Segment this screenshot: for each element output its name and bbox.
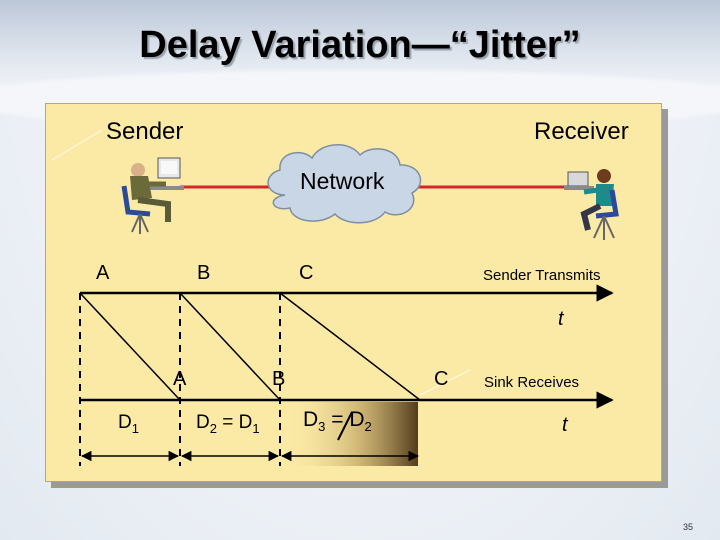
sent-packet-a: A [96,262,110,284]
network-cloud-icon [267,144,422,224]
not-equal-slash [337,411,353,441]
delay-d3-label: D3 = D2 [303,408,372,435]
sender-person-icon [121,157,184,234]
sender-label: Sender [106,118,184,145]
packet-c-path [279,292,421,401]
slide-title: Delay Variation—“Jitter” [139,24,581,66]
title-banner [0,0,720,100]
packet-a-path [79,292,181,401]
delay-d1-label: D1 [118,412,139,436]
received-packet-a: A [173,368,187,390]
sent-packet-b: B [197,262,211,284]
received-packet-c: C [434,368,449,390]
packet-b-path [179,292,281,401]
sent-packet-c: C [299,262,314,284]
sender-transmits-label: Sender Transmits [483,267,601,284]
received-packet-b: B [272,368,286,390]
time-label-top: t [558,308,564,330]
receiver-person-icon [564,169,619,240]
network-label: Network [300,168,385,194]
delay-d2-label: D2 = D1 [196,412,260,436]
sink-receives-label: Sink Receives [484,374,580,391]
slide-number: 35 [683,522,694,532]
time-label-bottom: t [562,414,568,436]
receiver-label: Receiver [534,118,629,145]
